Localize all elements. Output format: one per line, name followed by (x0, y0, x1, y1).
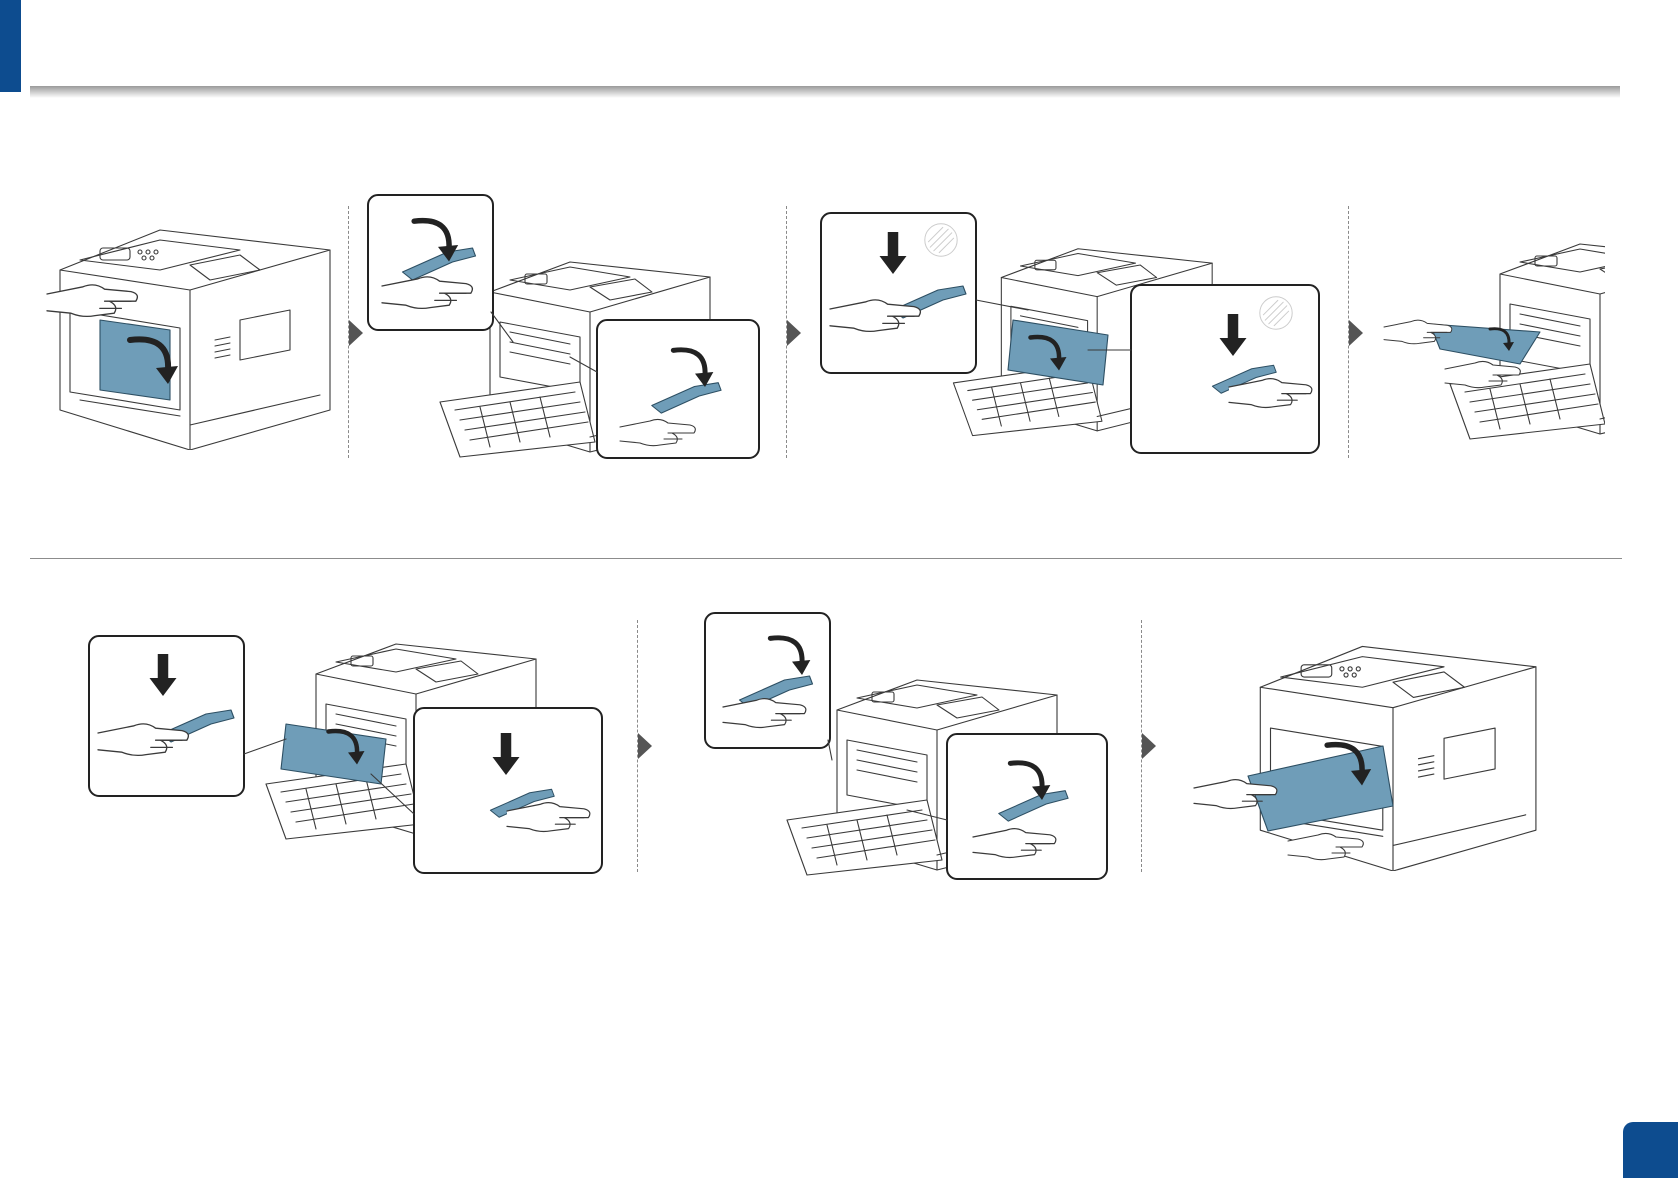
step-1-illustration (40, 210, 340, 450)
triangle-right-icon (1142, 733, 1156, 759)
step-3-illustration (818, 210, 1324, 456)
step-7-illustration (1188, 626, 1548, 871)
page-number-badge (1623, 1122, 1678, 1178)
triangle-right-icon (787, 320, 801, 346)
header-rule (30, 86, 1620, 98)
step-4-illustration (1380, 214, 1605, 446)
section-divider (30, 558, 1622, 559)
step-6-illustration (702, 610, 1112, 890)
triangle-right-icon (638, 733, 652, 759)
step-2-illustration (365, 192, 765, 470)
triangle-right-icon (1349, 320, 1363, 346)
triangle-right-icon (349, 320, 363, 346)
chapter-tab (0, 0, 21, 92)
step-5-illustration (86, 614, 606, 876)
